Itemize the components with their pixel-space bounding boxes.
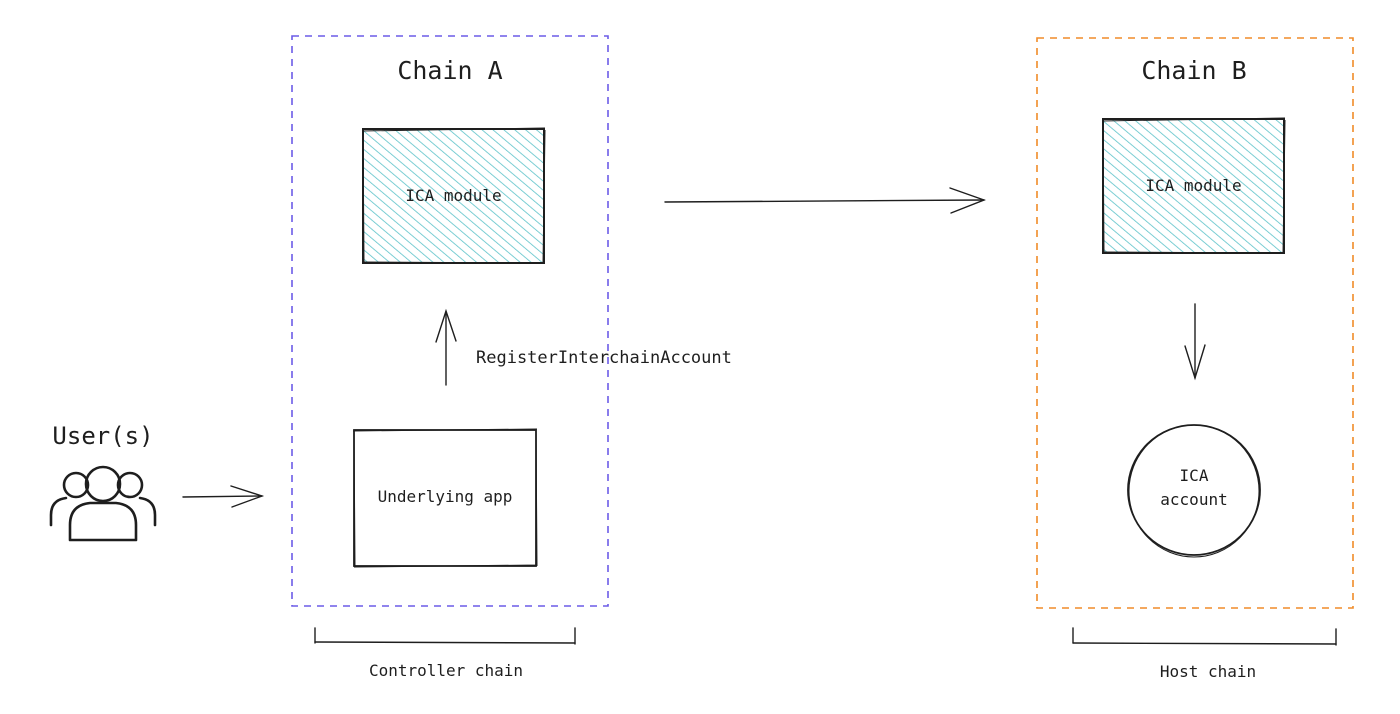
chain-a-title: Chain A — [397, 56, 503, 85]
arrow-module-to-account — [1184, 303, 1206, 381]
arrow-register-up — [435, 308, 457, 386]
ica-account-label-line2: account — [1160, 490, 1228, 509]
register-interchain-account-label: RegisterInterchainAccount — [476, 348, 732, 368]
ica-account-circle — [1127, 424, 1261, 558]
chain-b-ica-module-label: ICA module — [1145, 176, 1242, 195]
users-label: User(s) — [52, 422, 154, 450]
host-chain-bracket — [1072, 627, 1337, 646]
chain-a-ica-module-box — [361, 127, 546, 265]
controller-chain-label: Controller chain — [368, 661, 524, 680]
ica-account-label-line1: ICA — [1179, 466, 1209, 485]
chain-b-container — [1036, 37, 1354, 609]
arrow-chain-a-to-chain-b — [664, 187, 987, 214]
controller-chain-bracket — [314, 627, 576, 645]
chain-b-ica-module-box — [1101, 117, 1286, 255]
users-icon — [49, 465, 157, 542]
underlying-app-box — [352, 428, 538, 568]
arrow-users-to-app — [182, 485, 265, 508]
chain-a-ica-module-label: ICA module — [405, 186, 502, 205]
chain-b-title: Chain B — [1141, 56, 1247, 85]
chain-a-container — [291, 35, 609, 607]
underlying-app-label: Underlying app — [377, 487, 513, 506]
host-chain-label: Host chain — [1159, 662, 1257, 681]
